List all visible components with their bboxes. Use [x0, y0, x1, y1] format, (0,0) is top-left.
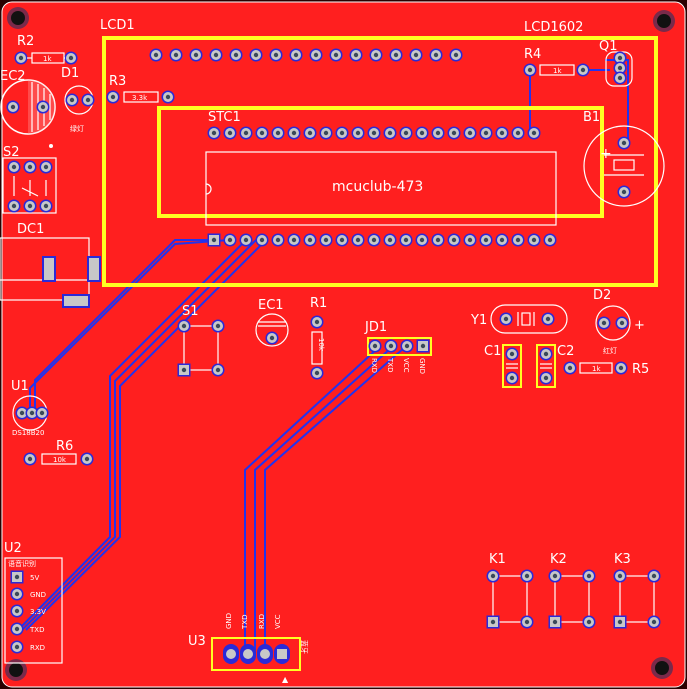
- mounting-hole-bl: [5, 659, 27, 681]
- d1-label: D1: [61, 66, 79, 81]
- u1-label: U1: [11, 379, 29, 394]
- u2-pin-3: 3.3V: [30, 608, 46, 616]
- svg-text:▲: ▲: [282, 675, 289, 684]
- u3-pin-2: TXD: [241, 615, 249, 630]
- k3-button: K3: [613, 552, 661, 629]
- jd1-pin-1: RXD: [370, 358, 378, 373]
- svg-text:+: +: [634, 318, 645, 333]
- u1-sensor: U1 DS18B20: [11, 379, 49, 437]
- r1-value: 10k: [317, 338, 325, 352]
- r2-resistor: R2 1k: [14, 34, 78, 65]
- jd1-pin-3: VCC: [402, 358, 410, 373]
- u2-pin-4: TXD: [29, 626, 44, 634]
- stc1-label: STC1: [208, 110, 241, 125]
- ec1-capacitor: EC1: [255, 298, 289, 347]
- u2-pin-5: RXD: [30, 644, 45, 652]
- d1-led: D1 绿灯: [61, 66, 95, 133]
- s1-button: S1: [177, 304, 225, 377]
- r2-label: R2: [17, 34, 34, 49]
- svg-text:+: +: [600, 146, 612, 162]
- r5-value: 1k: [592, 365, 601, 373]
- r5-resistor: 1k R5: [563, 361, 649, 377]
- u2-title: 语音识别: [8, 559, 36, 568]
- traces: [17, 59, 629, 650]
- d2-led: D2 + 红灯: [593, 288, 645, 355]
- jd1-pin-4: GND: [418, 358, 426, 374]
- r3-value: 3.3k: [132, 94, 148, 102]
- d2-label: D2: [593, 288, 611, 303]
- r6-value: 10k: [53, 456, 67, 464]
- b1-label: B1: [583, 110, 600, 125]
- u3-note: 蓝牙: [300, 640, 309, 654]
- jd1-header: JD1 RXD TXD VCC GND: [364, 320, 432, 374]
- q1-transistor: Q1: [599, 39, 633, 87]
- b1-buzzer: B1 +: [583, 110, 665, 207]
- k1-button: K1: [486, 552, 534, 629]
- c2-label: C2: [557, 344, 574, 359]
- s2-switch: S2: [2, 144, 57, 214]
- r3-resistor: R3 3.3k: [106, 74, 175, 104]
- d1-note: 绿灯: [70, 124, 84, 133]
- r1-label: R1: [310, 296, 327, 311]
- r3-label: R3: [109, 74, 126, 89]
- lcd1-outline: [102, 36, 658, 287]
- r4-resistor: R4 1k: [523, 47, 590, 77]
- mounting-hole-br: [651, 657, 673, 679]
- u1-part: DS18B20: [12, 429, 44, 437]
- ec2-label: EC2: [0, 69, 26, 84]
- mounting-hole-tl: [7, 7, 29, 29]
- k2-button: K2: [548, 552, 596, 629]
- u3-pin-4: VCC: [274, 614, 282, 629]
- y1-label: Y1: [470, 313, 487, 328]
- y1-crystal: Y1: [470, 304, 568, 334]
- chip-body: [205, 151, 557, 226]
- k2-label: K2: [550, 552, 567, 567]
- u3-pin-1: GND: [225, 613, 233, 629]
- s1-label: S1: [182, 304, 199, 319]
- dc1-jack: DC1: [0, 222, 101, 308]
- u2-voice-module: U2 语音识别 5V GND 3.3V TXD RXD: [4, 541, 63, 664]
- k1-label: K1: [489, 552, 506, 567]
- c2-capacitor: C2: [536, 344, 574, 388]
- stc1-outline: [157, 106, 604, 218]
- ec2-capacitor: EC2: [0, 69, 56, 135]
- c1-label: C1: [484, 344, 501, 359]
- u3-bluetooth-module: U3 GND TXD RXD VCC 蓝牙 ▲: [188, 613, 309, 684]
- ec1-label: EC1: [258, 298, 284, 313]
- s2-label: S2: [3, 145, 20, 160]
- mounting-hole-tr: [653, 10, 675, 32]
- r4-value: 1k: [553, 67, 562, 75]
- u2-label: U2: [4, 541, 22, 556]
- jd1-pin-2: TXD: [386, 357, 394, 372]
- r4-label: R4: [524, 47, 541, 62]
- stc-top-pins: [207, 126, 541, 140]
- chip-label: mcuclub-473: [332, 179, 423, 195]
- r6-resistor: R6 10k: [23, 439, 94, 466]
- u2-pin-1: 5V: [30, 574, 39, 582]
- u3-pin-3: RXD: [258, 614, 266, 629]
- lcd1602-label: LCD1602: [524, 20, 583, 35]
- lcd1-label: LCD1: [100, 18, 135, 33]
- jd1-label: JD1: [364, 320, 387, 335]
- u3-label: U3: [188, 634, 206, 649]
- d2-note: 红灯: [603, 346, 617, 355]
- u2-pin-2: GND: [30, 591, 46, 599]
- r5-label: R5: [632, 362, 649, 377]
- r2-value: 1k: [43, 55, 52, 63]
- c1-capacitor: C1: [484, 344, 522, 388]
- r1-resistor: R1 10k: [310, 296, 327, 380]
- k3-label: K3: [614, 552, 631, 567]
- q1-label: Q1: [599, 39, 618, 54]
- dc1-label: DC1: [17, 222, 44, 237]
- r6-label: R6: [56, 439, 73, 454]
